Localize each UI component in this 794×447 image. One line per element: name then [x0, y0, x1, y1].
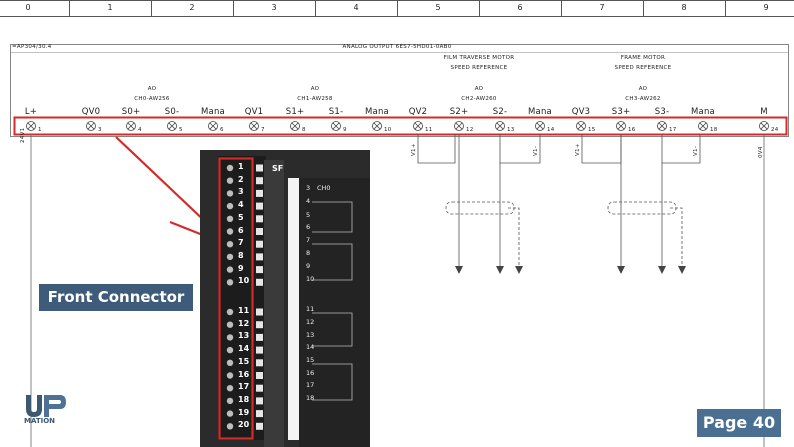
pin-group: [226, 164, 263, 430]
terminal-cross: [577, 122, 585, 130]
led-indicator: [256, 177, 263, 185]
terminal-strip-highlight: [13, 116, 788, 136]
terminal-cross: [414, 122, 422, 130]
terminal-cross: [27, 122, 35, 130]
logo-text: MATION: [24, 417, 56, 425]
terminal-cross: [332, 122, 340, 130]
page-number-label: Page 40: [697, 409, 781, 437]
ruler-number: 2: [189, 3, 195, 12]
label-strip: [288, 178, 299, 440]
led-indicator: [256, 266, 263, 274]
terminal-cross: [87, 122, 95, 130]
terminal-cross: [617, 122, 625, 130]
ruler-number: 8: [681, 3, 687, 12]
led-indicator: [256, 278, 263, 286]
ruler-number: 6: [517, 3, 523, 12]
ruler-number: 9: [763, 3, 769, 12]
led-indicator: [256, 359, 263, 367]
led-indicator: [256, 384, 263, 392]
logo-icon: [26, 395, 66, 417]
connector-pin: [226, 397, 234, 405]
connector-pin: [226, 241, 234, 248]
terminal-cross: [536, 122, 544, 130]
led-indicator: [256, 321, 263, 329]
ruler-number: 1: [107, 3, 113, 12]
connector-pin: [226, 177, 234, 184]
terminal-cross: [760, 122, 768, 130]
terminal-cross: [291, 122, 299, 130]
terminal-cross: [455, 122, 463, 130]
led-indicator: [256, 308, 263, 316]
column-ruler: 0 1 2 3 4 5 6 7 8 9: [0, 0, 794, 17]
led-indicator: [256, 346, 263, 354]
led-indicator: [256, 164, 263, 172]
led-indicator: [256, 240, 263, 248]
led-indicator: [256, 372, 263, 379]
connector-pin: [226, 372, 234, 379]
led-indicator: [256, 253, 263, 261]
connector-pin: [226, 266, 234, 273]
led-indicator: [256, 410, 263, 418]
connector-pin: [226, 228, 234, 235]
front-connector-label: Front Connector: [39, 284, 193, 311]
led-indicator: [256, 422, 263, 430]
connector-pin: [226, 334, 234, 341]
channel-boxes: [312, 201, 353, 401]
connector-pin: [226, 202, 234, 210]
upmation-logo: MATION: [22, 393, 70, 427]
wire-arrows: [455, 266, 686, 274]
connector-pin: [226, 190, 234, 197]
led-indicator: [256, 333, 263, 341]
led-indicator: [256, 202, 263, 210]
connector-pin: [226, 279, 234, 286]
led-indicator: [256, 215, 263, 223]
connector-pin: [226, 385, 234, 392]
ruler-number: 0: [25, 3, 31, 12]
terminal-cross: [699, 122, 707, 130]
connector-pin: [226, 423, 234, 430]
ruler-lines: [0, 0, 794, 17]
channel-wiring: [417, 134, 701, 270]
connector-pin: [226, 410, 234, 417]
connector-pin: [226, 215, 234, 222]
led-indicator: [256, 228, 263, 235]
connector-pin: [226, 308, 234, 316]
ruler-number: 5: [435, 3, 441, 12]
connector-pin: [226, 321, 234, 328]
terminal-group: [26, 121, 769, 131]
led-indicator: [256, 397, 263, 405]
terminal-cross: [168, 122, 176, 130]
terminal-cross: [658, 122, 666, 130]
ruler-number: 4: [353, 3, 359, 12]
connector-pin: [226, 359, 234, 366]
connector-pin: [226, 346, 234, 354]
terminal-cross: [373, 122, 381, 130]
terminal-cross: [496, 122, 504, 130]
terminal-cross: [127, 122, 135, 130]
module-outline: [10, 44, 789, 137]
led-indicator: [256, 189, 263, 197]
connector-highlight: [218, 157, 254, 440]
ruler-number: 7: [599, 3, 605, 12]
connector-pin: [226, 164, 234, 172]
terminal-cross: [250, 122, 258, 130]
connector-pin: [226, 253, 234, 261]
terminal-cross: [209, 122, 217, 130]
ruler-number: 3: [271, 3, 277, 12]
